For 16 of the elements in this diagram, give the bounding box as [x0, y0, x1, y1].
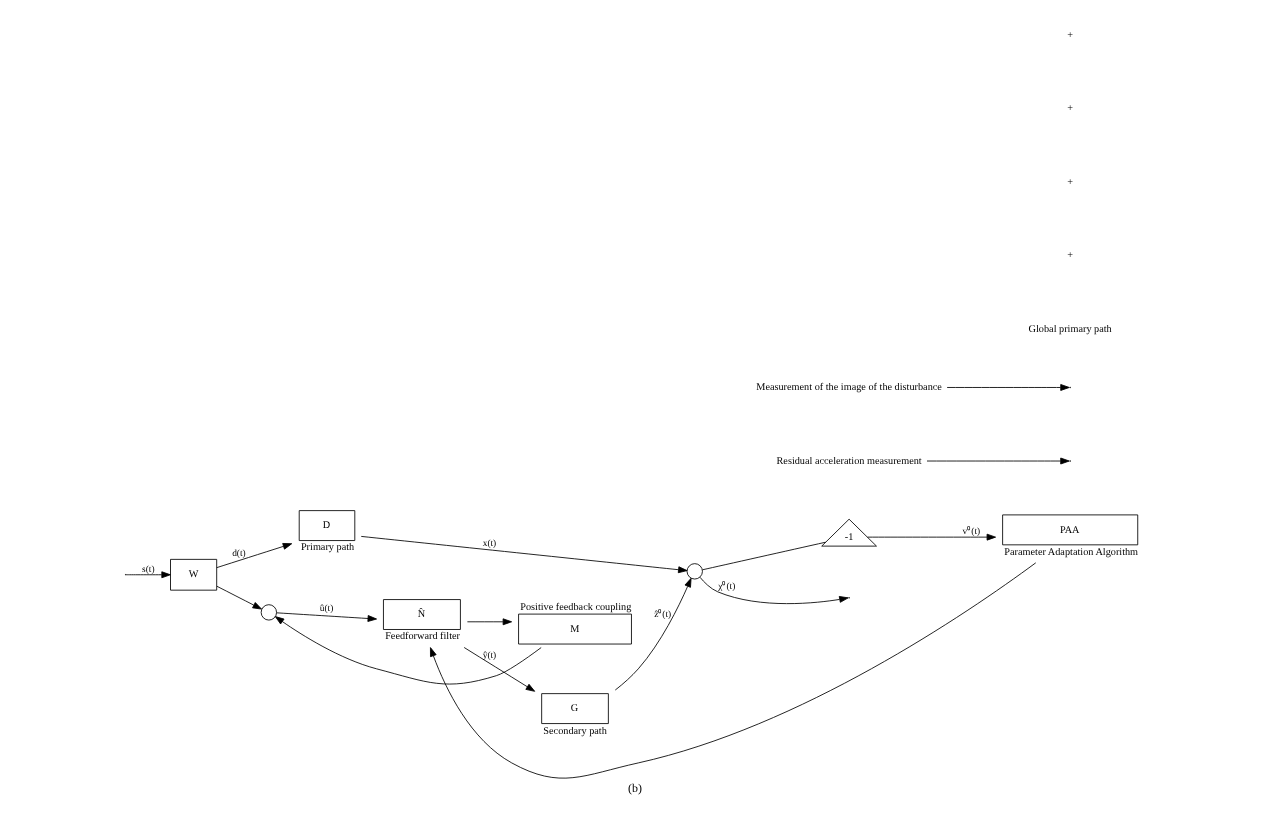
node-circle [685, 563, 702, 580]
arrow [124, 571, 170, 579]
arrow [215, 543, 292, 569]
arrow [215, 585, 261, 610]
arrow [866, 533, 996, 541]
arrow [613, 577, 691, 691]
arrow [359, 536, 687, 574]
arrow [462, 647, 535, 692]
arrow [429, 562, 1036, 779]
node-circle [259, 604, 276, 621]
arrow [925, 457, 1069, 465]
connector [701, 541, 825, 571]
arrow [698, 576, 848, 605]
arrow [275, 612, 376, 622]
arrow [465, 618, 512, 626]
arrow [273, 616, 541, 685]
